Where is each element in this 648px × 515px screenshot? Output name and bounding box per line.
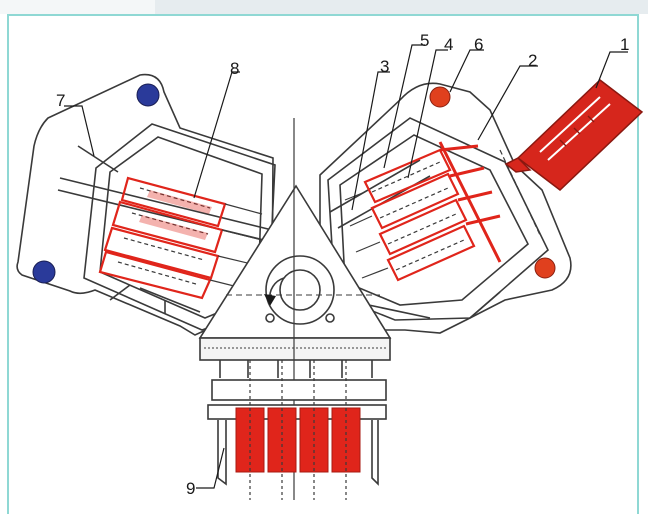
left-guide-pin-top — [136, 83, 160, 107]
callout-7: 7 — [56, 91, 65, 110]
callout-6: 6 — [474, 35, 483, 54]
right-cavity-frame — [339, 134, 530, 306]
callout-3: 3 — [380, 57, 389, 76]
left-guide-pin-bottom — [32, 260, 56, 284]
right-guide-pin-bottom — [534, 257, 556, 279]
right-guide-pin-top — [429, 86, 451, 108]
figure-frame — [7, 14, 639, 514]
right-ejector-rod — [371, 420, 379, 486]
left-ejector-rod — [217, 420, 227, 486]
top-band-tab — [0, 0, 155, 14]
right-mold-cores — [344, 141, 541, 282]
right-runner — [438, 141, 502, 263]
injection-nozzle — [504, 79, 644, 191]
callout-5: 5 — [420, 31, 429, 50]
bottom-stripper-plate — [211, 379, 387, 401]
callout-1: 1 — [620, 35, 629, 54]
left-outer-plate — [16, 73, 274, 336]
ejected-part-pins — [249, 360, 347, 500]
rotary-triangle — [198, 184, 392, 361]
top-band — [0, 0, 648, 14]
rotation-arrow-head — [264, 294, 276, 306]
right-outer-plate — [319, 82, 572, 334]
callout-8: 8 — [230, 59, 239, 78]
callout-2: 2 — [528, 51, 537, 70]
callout-9: 9 — [186, 479, 195, 498]
leader-lines — [64, 44, 628, 489]
left-station — [16, 73, 276, 336]
callout-4: 4 — [444, 35, 453, 54]
left-mold-cores — [98, 176, 263, 300]
